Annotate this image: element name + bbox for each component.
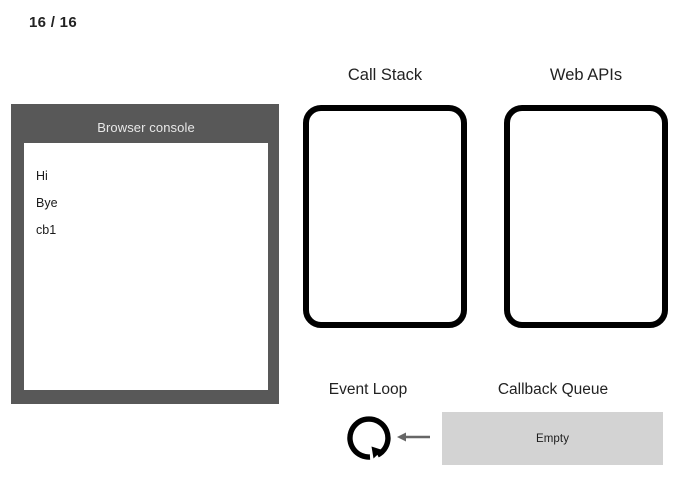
console-log-line: Bye	[36, 196, 58, 210]
browser-console-title: Browser console	[97, 120, 195, 135]
circular-arrow-icon	[346, 413, 394, 463]
call-stack-label: Call Stack	[347, 66, 423, 84]
browser-console-output: Hi Bye cb1	[24, 143, 268, 390]
web-apis-box	[504, 105, 668, 328]
browser-console-panel: Browser console Hi Bye cb1	[11, 104, 279, 404]
callback-queue-box: Empty	[442, 412, 663, 465]
left-arrow-icon	[396, 428, 432, 446]
console-log-line: cb1	[36, 223, 57, 237]
step-counter: 16 / 16	[29, 14, 77, 31]
console-log-line: Hi	[36, 169, 48, 183]
event-loop-label: Event Loop	[328, 381, 408, 398]
callback-queue-status: Empty	[535, 432, 570, 445]
callback-queue-label: Callback Queue	[497, 381, 609, 398]
web-apis-label: Web APIs	[549, 66, 623, 84]
call-stack-box	[303, 105, 467, 328]
